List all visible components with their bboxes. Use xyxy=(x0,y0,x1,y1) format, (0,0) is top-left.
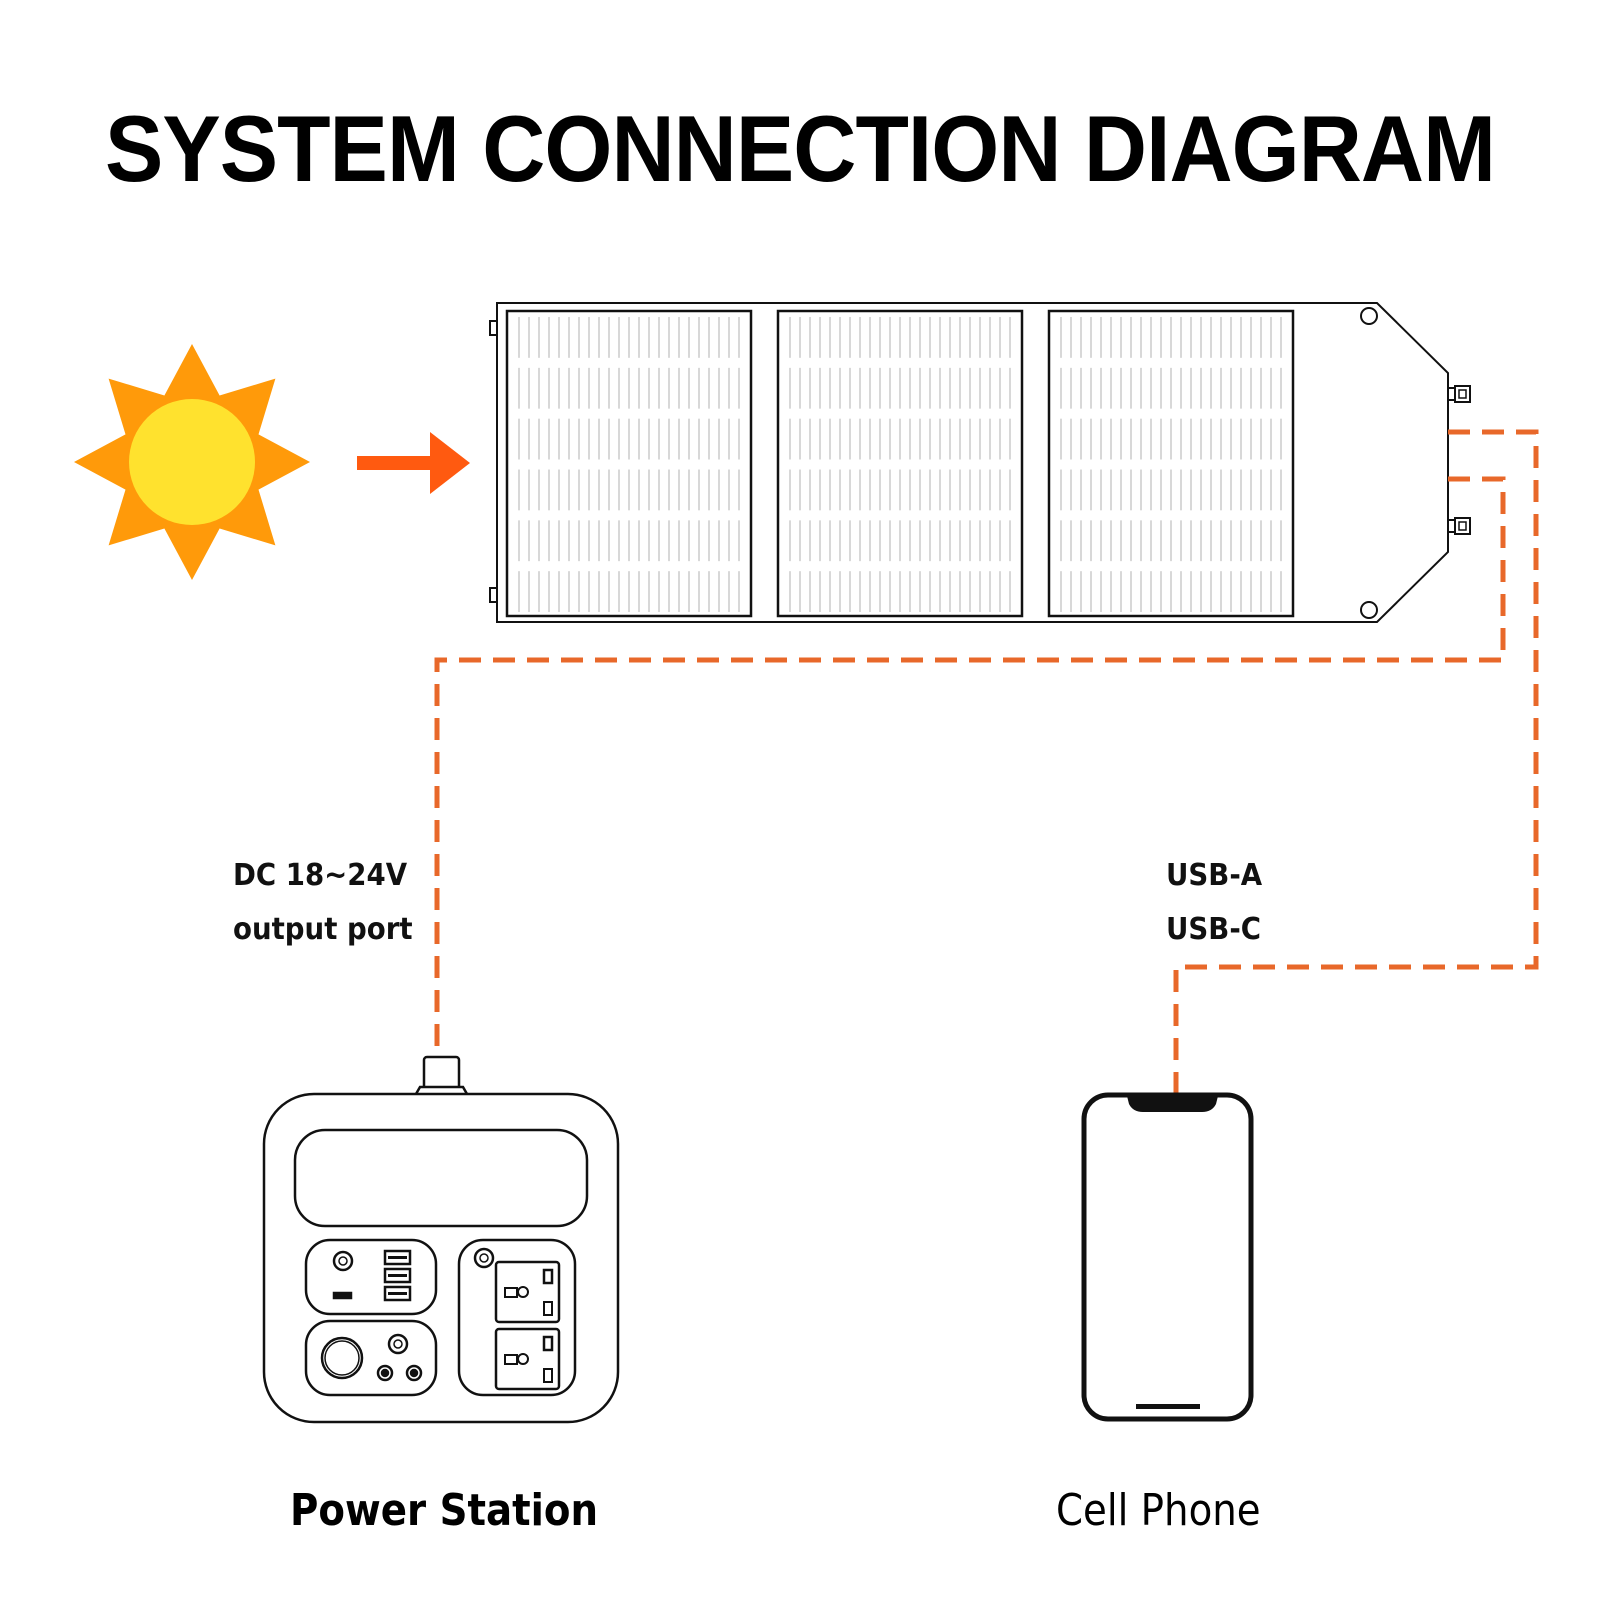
panel-output-port-top xyxy=(1447,385,1471,403)
ac-outlets xyxy=(494,1260,561,1391)
usb-a-port-icon xyxy=(383,1249,412,1266)
dc5521-port-icon xyxy=(405,1364,423,1382)
solar-panel-hinge xyxy=(489,587,498,603)
solar-cell-2 xyxy=(776,309,1024,618)
dc-panel xyxy=(304,1319,438,1397)
usb-c-label: USB-C xyxy=(1166,912,1262,947)
ac-outlet-icon xyxy=(494,1327,561,1391)
mount-hole xyxy=(1360,601,1378,619)
panel-output-port-bottom xyxy=(1447,517,1471,535)
cable-dc-to-power-station xyxy=(434,476,1506,1060)
phone-home-indicator xyxy=(1136,1404,1200,1409)
dc-input-base xyxy=(414,1085,469,1095)
ac-panel xyxy=(457,1238,577,1397)
sunlight-arrow-icon xyxy=(357,432,470,494)
usb-a-port-icon xyxy=(383,1267,412,1284)
display-panel xyxy=(293,1128,589,1228)
cell-phone-caption: Cell Phone xyxy=(1056,1485,1261,1536)
solar-cell-1 xyxy=(505,309,753,618)
solar-panel xyxy=(489,302,1471,623)
power-station-icon xyxy=(262,1055,620,1424)
power-station-caption: Power Station xyxy=(290,1485,599,1536)
mount-hole xyxy=(1360,307,1378,325)
dc5521-port-icon xyxy=(376,1364,394,1382)
dc-power-button-icon xyxy=(387,1333,409,1355)
usb-a-port-icon xyxy=(383,1285,412,1302)
usb-c-port-icon xyxy=(332,1291,353,1300)
sun-icon xyxy=(74,344,310,580)
usb-power-button-icon xyxy=(332,1250,354,1272)
solar-cell-lines xyxy=(518,317,1282,612)
phone-notch xyxy=(1127,1096,1218,1112)
diagram-title: SYSTEM CONNECTION DIAGRAM xyxy=(104,96,1496,201)
dc-output-label-line2: output port xyxy=(233,912,413,947)
dc-output-label-line1: DC 18~24V xyxy=(233,858,408,893)
usb-panel xyxy=(304,1238,438,1316)
power-station-body xyxy=(262,1092,620,1424)
cable-usb-to-phone xyxy=(1173,429,1539,1095)
solar-cell-3 xyxy=(1047,309,1295,618)
usb-a-label: USB-A xyxy=(1166,858,1263,893)
sun-core xyxy=(129,399,255,525)
solar-panel-frame xyxy=(496,302,1449,623)
ac-power-button-icon xyxy=(473,1247,495,1269)
ac-outlet-icon xyxy=(494,1260,561,1324)
usb-a-ports xyxy=(383,1249,412,1302)
car-port-icon xyxy=(320,1336,364,1380)
cell-phone-icon xyxy=(1081,1092,1254,1422)
phone-body xyxy=(1081,1092,1254,1422)
solar-panel-hinge xyxy=(489,320,498,336)
